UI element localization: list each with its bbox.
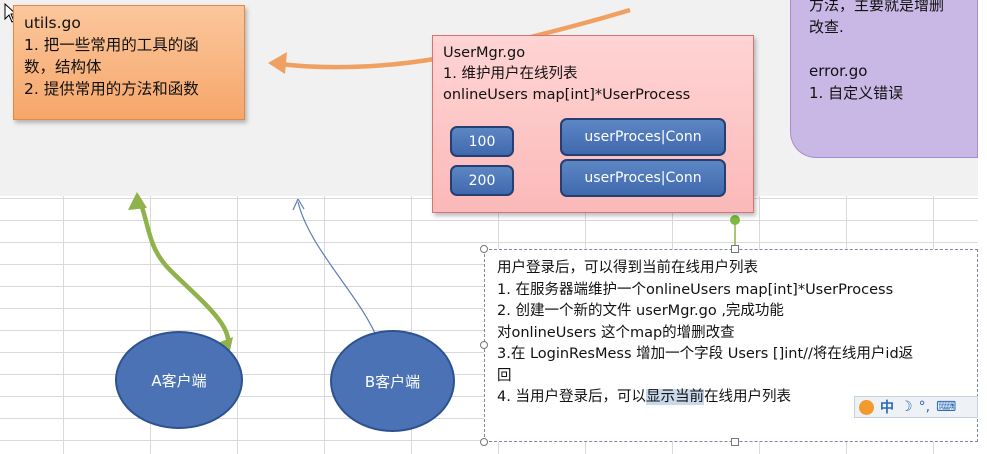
usermgr-line2: onlineUsers map[int]*UserProcess bbox=[443, 87, 691, 103]
note-line1: 用户登录后，可以得到当前在线用户列表 bbox=[497, 260, 758, 276]
keyboard-icon[interactable]: ⌨ bbox=[936, 399, 957, 415]
utils-title: utils.go bbox=[24, 14, 81, 32]
map-key-200[interactable]: 200 bbox=[450, 165, 514, 196]
resize-handle-bl[interactable] bbox=[480, 438, 488, 446]
orange-arrow-head bbox=[268, 52, 287, 74]
resize-handle-top[interactable] bbox=[731, 245, 739, 253]
rotate-handle bbox=[730, 215, 740, 225]
purple-line3: 1. 自定义错误 bbox=[809, 84, 904, 102]
purple-box[interactable]: 方法，主要就是增删 改查. error.go 1. 自定义错误 bbox=[790, 0, 978, 158]
resize-handle-left[interactable] bbox=[480, 341, 488, 349]
blue-arrow-line bbox=[297, 201, 379, 341]
green-arrow-head-top bbox=[128, 192, 147, 210]
note-line7-a: 4. 当用户登录后，可以 bbox=[497, 389, 646, 405]
right-edge bbox=[978, 0, 987, 454]
utils-line1: 1. 把一些常用的工具的函 bbox=[24, 36, 199, 54]
note-line7-c: 在线用户列表 bbox=[703, 389, 791, 405]
note-line5: 3.在 LoginResMess 增加一个字段 Users []int//将在线… bbox=[497, 346, 914, 362]
map-key-100[interactable]: 100 bbox=[450, 126, 514, 157]
green-arrow-line bbox=[135, 194, 231, 354]
map-value-1[interactable]: userProces|Conn bbox=[560, 118, 726, 156]
usermgr-line1: 1. 维护用户在线列表 bbox=[443, 66, 578, 82]
blue-arrow-head bbox=[292, 198, 305, 211]
client-b-ellipse[interactable]: B客户端 bbox=[330, 330, 455, 432]
note-line7: 4. 当用户登录后，可以显示当前在线用户列表 bbox=[497, 387, 965, 409]
ime-mode[interactable]: 中 bbox=[880, 400, 894, 416]
resize-handle-tl[interactable] bbox=[480, 245, 488, 253]
utils-line2: 数，结构体 bbox=[24, 58, 102, 76]
note-line6: 回 bbox=[497, 367, 512, 384]
purple-line1: 改查. bbox=[809, 18, 844, 36]
purple-line2: error.go bbox=[809, 62, 868, 80]
usermgr-title: UserMgr.go bbox=[443, 45, 526, 61]
utils-line3: 2. 提供常用的方法和函数 bbox=[24, 80, 199, 98]
client-a-ellipse[interactable]: A客户端 bbox=[115, 331, 243, 429]
note-selected-text[interactable]: 显示当前 bbox=[645, 389, 704, 405]
map-value-2[interactable]: userProces|Conn bbox=[560, 159, 726, 197]
power-icon[interactable] bbox=[859, 399, 874, 415]
note-line3: 2. 创建一个新的文件 userMgr.go ,完成功能 bbox=[497, 303, 784, 319]
ime-toolbar[interactable]: 中 ☽ °, ⌨ bbox=[854, 396, 978, 418]
utils-box[interactable]: utils.go 1. 把一些常用的工具的函 数，结构体 2. 提供常用的方法和… bbox=[13, 5, 245, 120]
purple-line0: 方法，主要就是增删 bbox=[809, 0, 945, 14]
punctuation-icon[interactable]: °, bbox=[918, 399, 931, 415]
moon-icon[interactable]: ☽ bbox=[900, 399, 913, 415]
note-line4: 对onlineUsers 这个map的增删改查 bbox=[497, 324, 735, 341]
note-line2: 1. 在服务器端维护一个onlineUsers map[int]*UserPro… bbox=[497, 281, 894, 298]
resize-handle-bottom[interactable] bbox=[731, 438, 739, 446]
